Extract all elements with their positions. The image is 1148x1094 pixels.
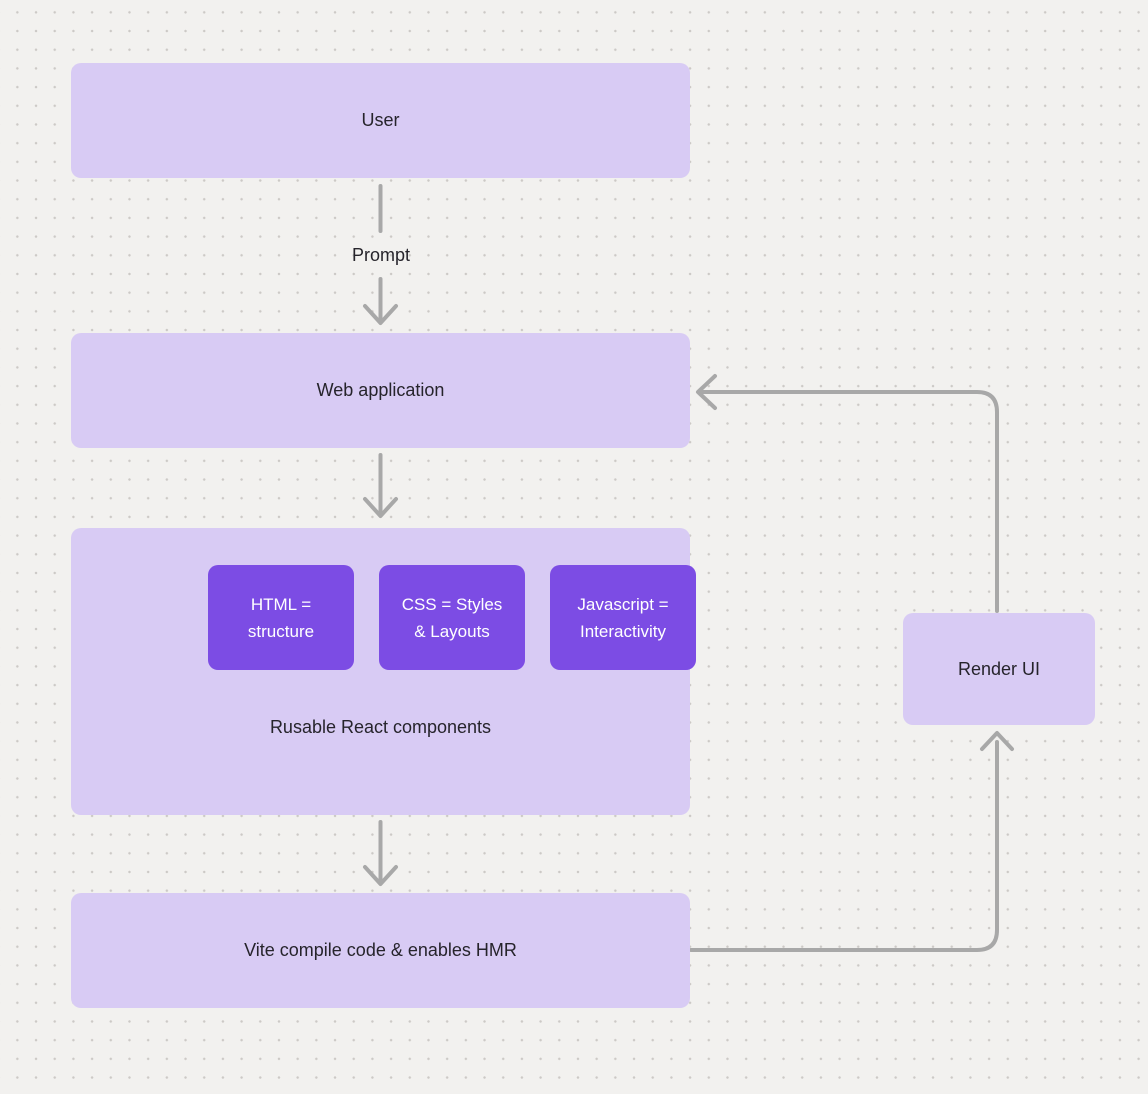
node-html-label: HTML = structure — [247, 594, 315, 641]
arrowhead-vite-to-renderui — [980, 731, 1014, 751]
arrowhead-components-to-vite — [363, 865, 398, 886]
node-web-application-label: Web application — [316, 380, 445, 400]
node-render-ui-label: Render UI — [957, 658, 1041, 679]
node-web-application: Web application — [71, 333, 690, 448]
components-group-caption: Rusable React components — [269, 717, 492, 737]
node-html: HTML = structure — [208, 565, 354, 670]
node-components-group: HTML = structure CSS = Styles & Layouts … — [71, 528, 696, 815]
node-css-label: CSS = Styles & Layouts — [401, 594, 503, 641]
node-css: CSS = Styles & Layouts — [379, 565, 525, 670]
arrowhead-user-to-webapp — [363, 304, 398, 325]
components-row: HTML = structure CSS = Styles & Layouts … — [71, 565, 696, 670]
node-vite: Vite compile code & enables HMR — [71, 893, 690, 1008]
edge-renderui-to-webapp — [700, 390, 999, 613]
node-user: User — [71, 63, 690, 178]
node-render-ui: Render UI — [903, 613, 1095, 725]
edge-label-prompt: Prompt — [351, 245, 411, 265]
arrowhead-renderui-to-webapp — [696, 374, 717, 410]
edge-vite-to-renderui — [689, 740, 999, 952]
node-vite-label: Vite compile code & enables HMR — [244, 940, 517, 960]
node-javascript-label: Javascript = Interactivity — [577, 594, 669, 641]
node-user-label: User — [361, 110, 400, 130]
arrowhead-webapp-to-components — [363, 497, 398, 518]
node-javascript: Javascript = Interactivity — [550, 565, 696, 670]
